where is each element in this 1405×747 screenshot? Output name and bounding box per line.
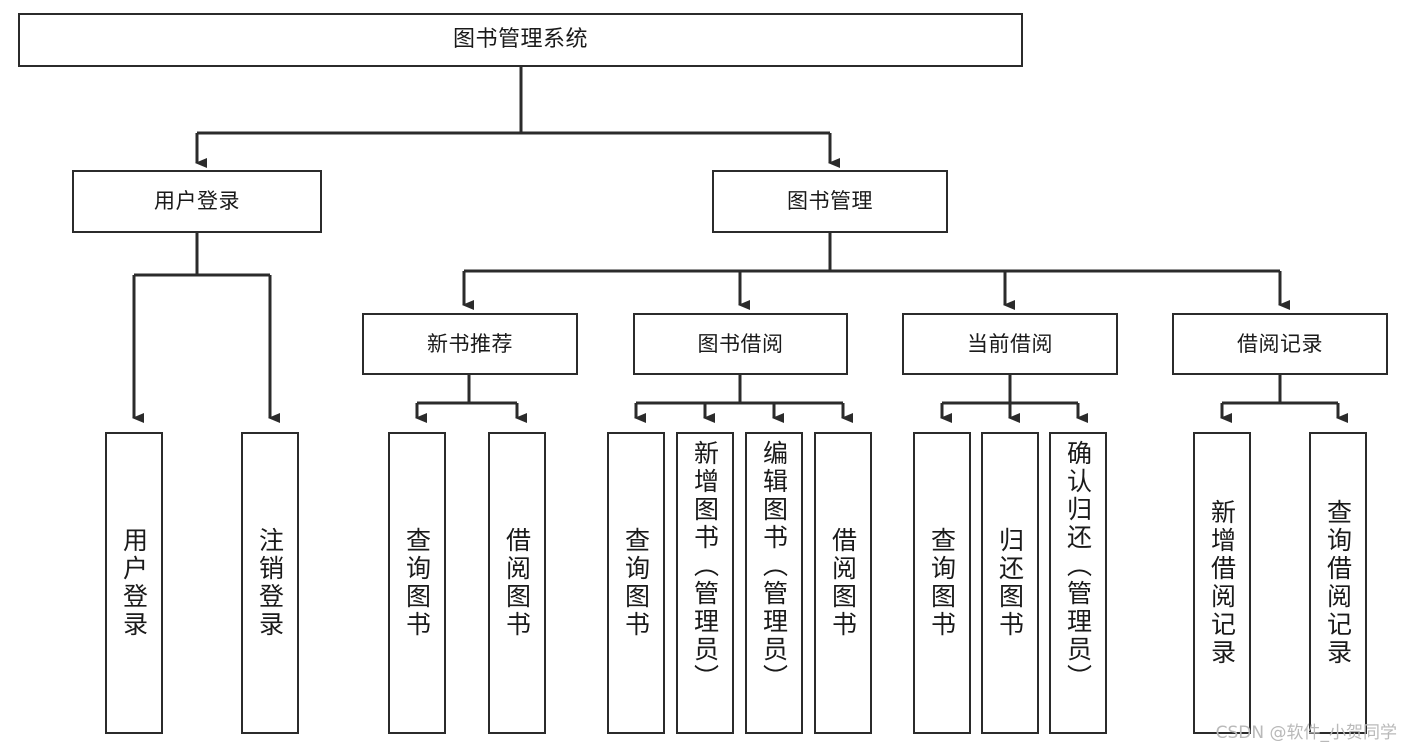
node-label: 图书管理系统 (452, 27, 588, 53)
node-label: 借阅记录 (1237, 331, 1323, 356)
node-label: 注销登录 (255, 527, 285, 639)
leaf-current-borrow-query-book[interactable]: 查询图书 (913, 432, 971, 734)
node-label: 查询借阅记录 (1323, 499, 1353, 667)
node-label: 借阅图书 (828, 527, 858, 639)
leaf-user-login-login[interactable]: 用户登录 (105, 432, 163, 734)
node-current-borrow[interactable]: 当前借阅 (902, 313, 1118, 375)
node-label: 查询图书 (621, 527, 651, 639)
node-label: 归还图书 (995, 527, 1025, 639)
node-label: 编辑图书（管理员） (759, 440, 789, 692)
leaf-user-login-logout[interactable]: 注销登录 (241, 432, 299, 734)
node-label: 图书借阅 (697, 331, 784, 356)
node-label: 查询图书 (927, 527, 957, 639)
csdn-watermark: CSDN @软件_小贺同学 (1215, 723, 1397, 743)
leaf-new-book-query-book[interactable]: 查询图书 (388, 432, 446, 734)
node-label: 当前借阅 (967, 331, 1053, 356)
leaf-book-borrow-add-book-admin[interactable]: 新增图书（管理员） (676, 432, 734, 734)
leaf-borrow-records-add-record[interactable]: 新增借阅记录 (1193, 432, 1251, 734)
node-root-book-management-system[interactable]: 图书管理系统 (18, 13, 1023, 67)
leaf-book-borrow-edit-book-admin[interactable]: 编辑图书（管理员） (745, 432, 803, 734)
leaf-book-borrow-borrow-book[interactable]: 借阅图书 (814, 432, 872, 734)
node-label: 新书推荐 (427, 331, 513, 356)
node-label: 新增图书（管理员） (690, 440, 720, 692)
node-label: 新增借阅记录 (1207, 499, 1237, 667)
node-book-management[interactable]: 图书管理 (712, 170, 948, 233)
node-label: 借阅图书 (502, 527, 532, 639)
node-label: 查询图书 (402, 527, 432, 639)
node-user-login[interactable]: 用户登录 (72, 170, 322, 233)
node-label: 图书管理 (787, 189, 873, 214)
leaf-current-borrow-confirm-return-admin[interactable]: 确认归还（管理员） (1049, 432, 1107, 734)
leaf-new-book-borrow-book[interactable]: 借阅图书 (488, 432, 546, 734)
leaf-current-borrow-return-book[interactable]: 归还图书 (981, 432, 1039, 734)
node-label: 用户登录 (154, 189, 240, 214)
node-label: 用户登录 (119, 527, 149, 639)
leaf-book-borrow-query-book[interactable]: 查询图书 (607, 432, 665, 734)
node-borrow-records[interactable]: 借阅记录 (1172, 313, 1388, 375)
node-book-borrow[interactable]: 图书借阅 (633, 313, 848, 375)
leaf-borrow-records-query-record[interactable]: 查询借阅记录 (1309, 432, 1367, 734)
node-label: 确认归还（管理员） (1063, 440, 1093, 692)
node-new-book-recommend[interactable]: 新书推荐 (362, 313, 578, 375)
